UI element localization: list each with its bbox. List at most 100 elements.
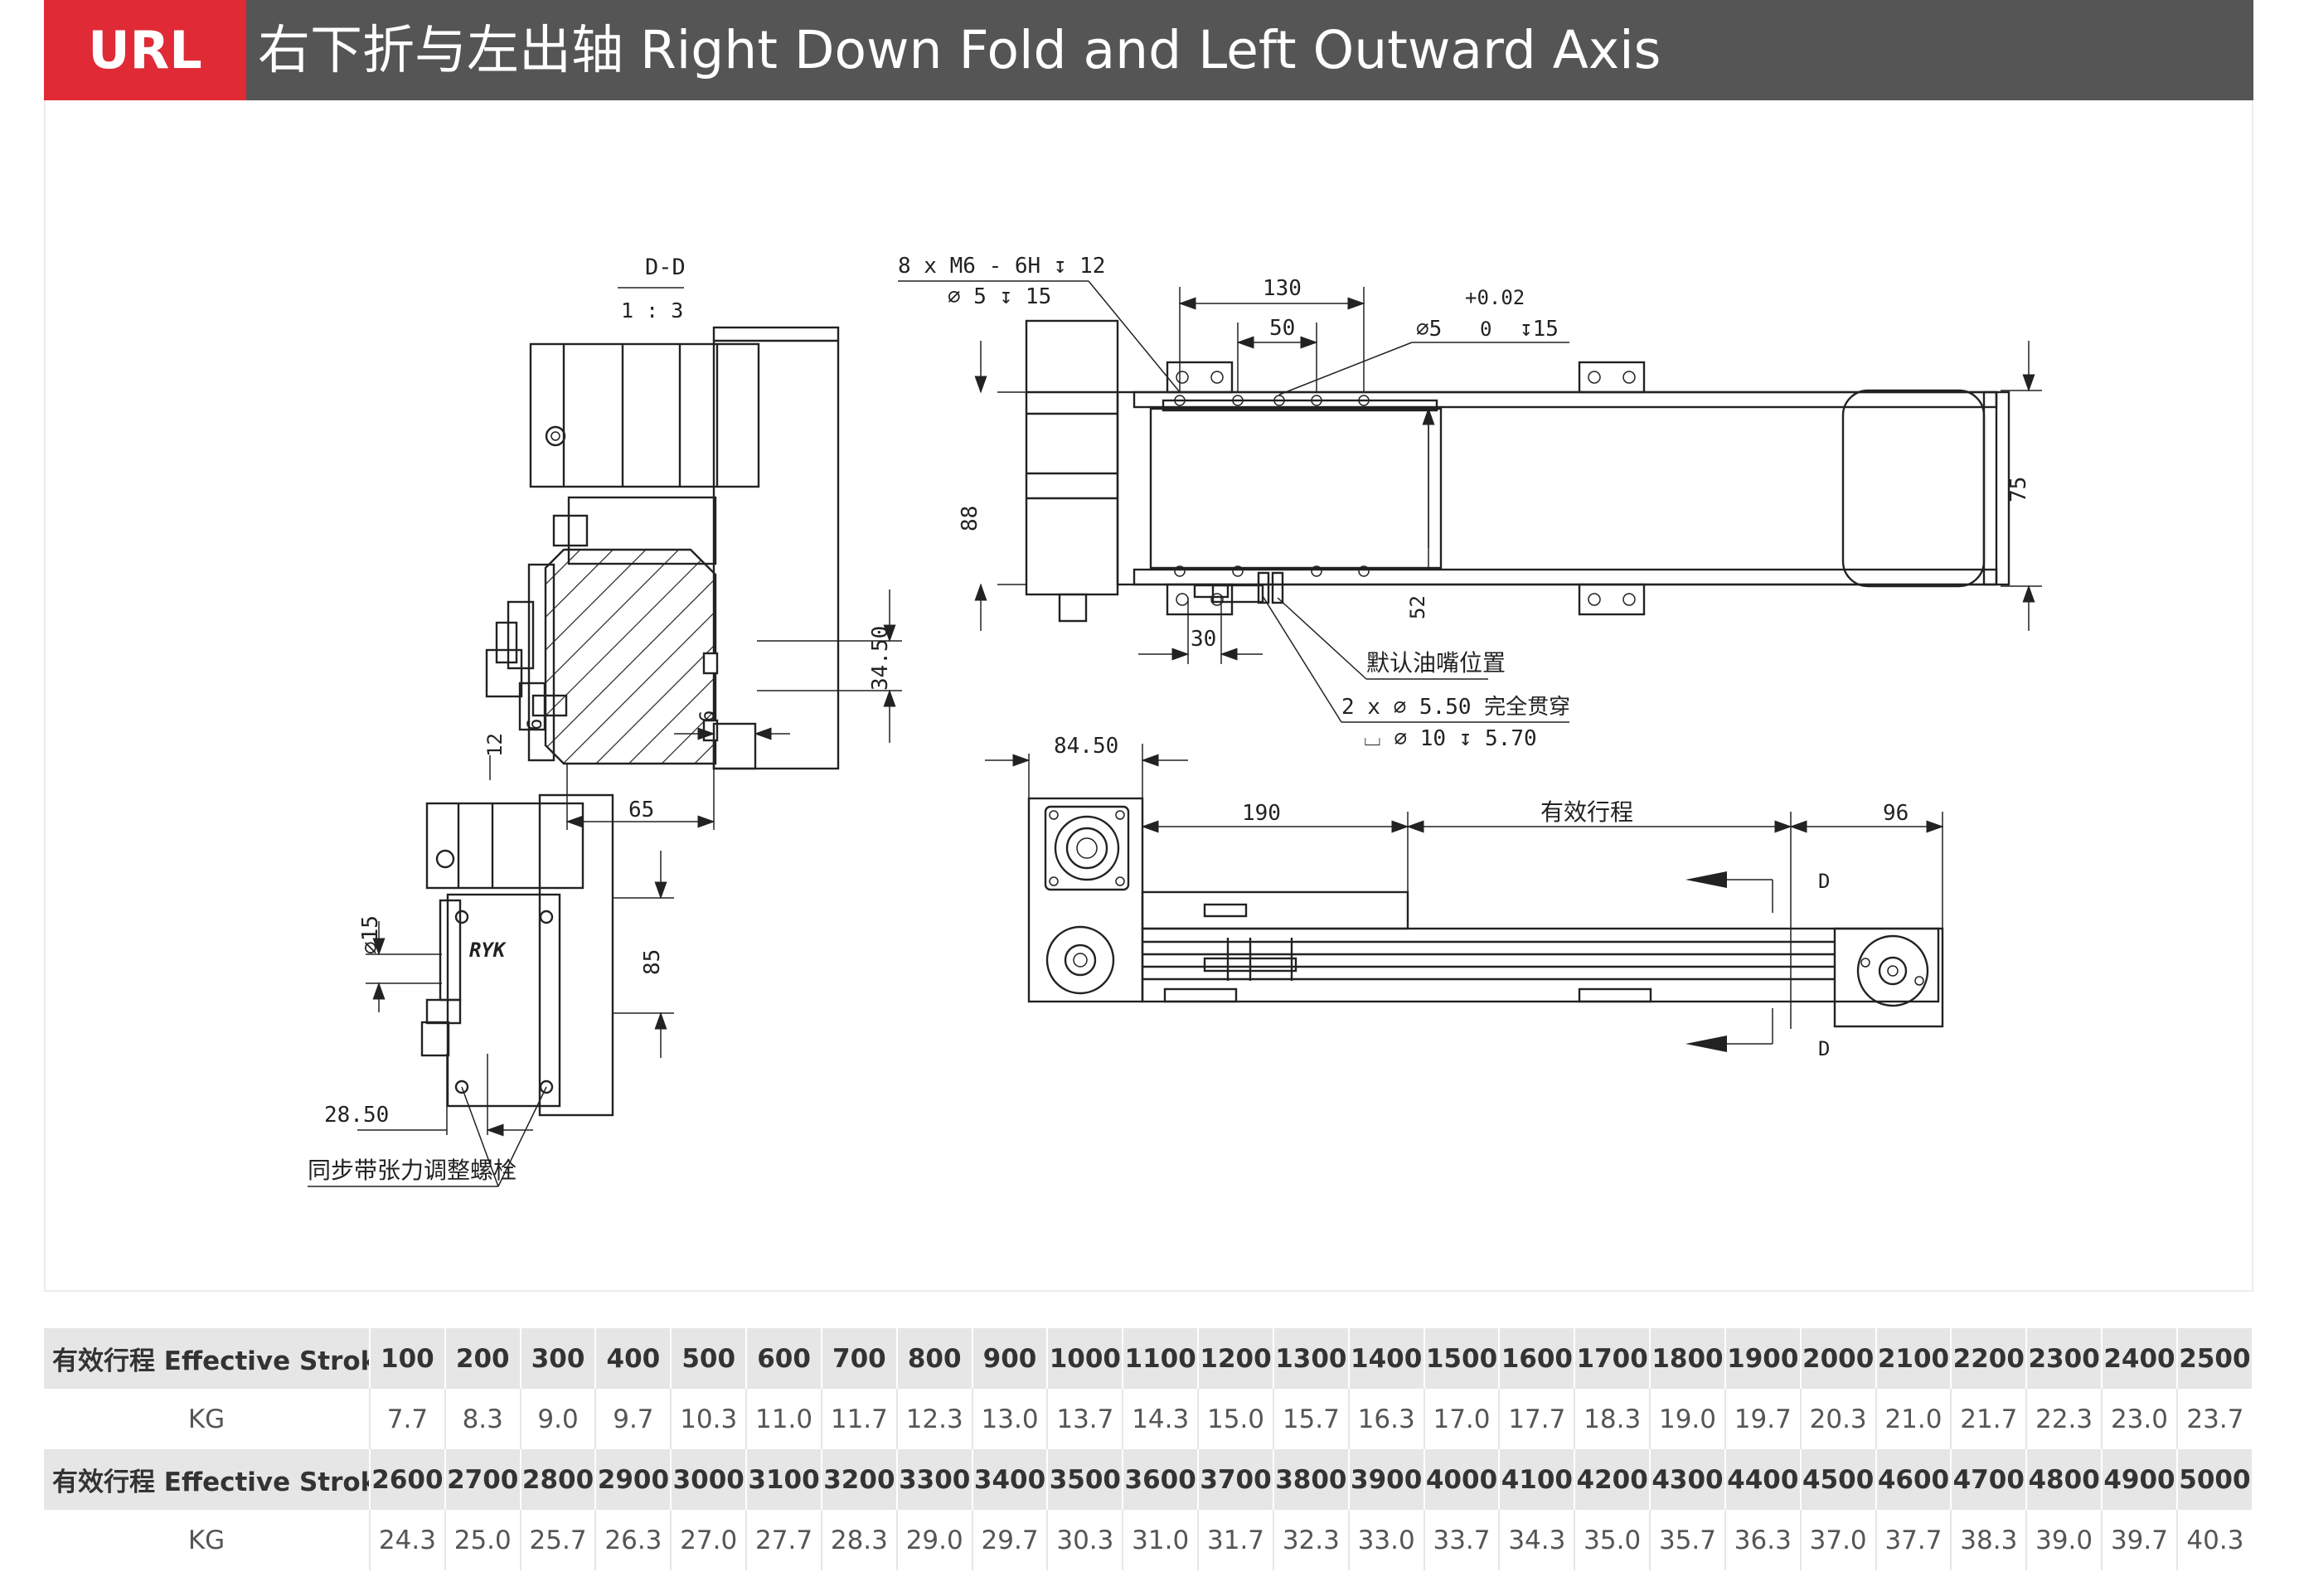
kg-cell: 35.7 [1650,1510,1726,1570]
stroke-cell: 2900 [595,1449,672,1510]
stroke-cell: 1900 [1724,1328,1802,1389]
dim-75: 75 [2006,477,2031,502]
kg-cell: 10.3 [671,1389,748,1449]
effective-stroke-label: 有效行程 [1540,798,1633,826]
kg-cell: 27.7 [746,1510,822,1570]
stroke-cell: 1200 [1198,1328,1274,1389]
page-header: URL 右下折与左出轴 Right Down Fold and Left Out… [44,0,2253,100]
stroke-cell: 100 [370,1328,446,1389]
kg-cell: 38.3 [1951,1510,2028,1570]
kg-cell: 13.7 [1047,1389,1124,1449]
section-view: D-D 1 : 3 34.50 [483,255,902,830]
stroke-cell: 3100 [746,1449,822,1510]
dim-34-50: 34.50 [868,626,893,691]
stroke-cell: 200 [444,1328,521,1389]
carriage-front [1141,890,1409,930]
kg-cell: 22.3 [2026,1389,2103,1449]
stroke-cell: 1800 [1650,1328,1726,1389]
stroke-cell: 1000 [1047,1328,1124,1389]
stroke-cell: 2300 [2026,1328,2103,1389]
section-label: D-D [645,255,686,280]
dim-6-right: 6 [696,711,719,722]
stroke-cell: 700 [821,1328,898,1389]
kg-cell: 31.0 [1123,1510,1200,1570]
stroke-cell: 3900 [1348,1449,1425,1510]
kg-cell: 21.7 [1951,1389,2028,1449]
stroke-cell: 600 [746,1328,822,1389]
kg-cell: 28.3 [821,1510,898,1570]
stroke-cell: 800 [896,1328,973,1389]
through-hole-note: 2 x ∅ 5.50 完全贯穿 [1341,695,1570,720]
stroke-cell: 3600 [1123,1449,1200,1510]
stroke-cell: 1300 [1273,1328,1350,1389]
kg-cell: 29.7 [972,1510,1049,1570]
technical-drawing: D-D 1 : 3 34.50 [44,100,2253,1292]
stroke-cell: 3800 [1273,1449,1350,1510]
kg-cell: 35.0 [1574,1510,1651,1570]
kg-cell: 14.3 [1123,1389,1200,1449]
stroke-cell: 4900 [2102,1449,2178,1510]
stroke-cell: 2100 [1875,1328,1952,1389]
dim-12: 12 [483,733,507,757]
stroke-cell: 4500 [1800,1449,1877,1510]
stroke-cell: 2500 [2176,1328,2254,1389]
kg-cell: 39.0 [2026,1510,2103,1570]
dim-52: 52 [1406,595,1429,619]
kg-cell: 15.7 [1273,1389,1350,1449]
dim-28-50: 28.50 [324,1103,389,1128]
stroke-cell: 1100 [1123,1328,1200,1389]
kg-cell: 25.0 [444,1510,521,1570]
dim-88: 88 [958,506,982,531]
stroke-cell: 3500 [1047,1449,1124,1510]
kg-cell: 33.0 [1348,1510,1425,1570]
stroke-cell: 2400 [2102,1328,2178,1389]
counterbore-note: ⌴ ∅ 10 ↧ 5.70 [1364,726,1537,751]
profile-section [544,548,717,765]
dim-30: 30 [1191,627,1216,652]
dim-65: 65 [628,798,654,822]
stroke-cell: 4000 [1424,1449,1501,1510]
kg-cell: 34.3 [1499,1510,1576,1570]
dim-6-left: 6 [523,719,546,730]
kg-cell: 9.0 [520,1389,597,1449]
stroke-cell: 3000 [671,1449,748,1510]
kg-cell: 29.0 [896,1510,973,1570]
motor-top [1025,319,1119,596]
stroke-cell: 900 [972,1328,1049,1389]
kg-cell: 26.3 [595,1510,672,1570]
stroke-cell: 300 [520,1328,597,1389]
stroke-cell: 4200 [1574,1449,1651,1510]
kg-cell: 21.0 [1875,1389,1952,1449]
kg-cell: 16.3 [1348,1389,1425,1449]
stroke-cell: 400 [595,1328,672,1389]
kg-cell: 20.3 [1800,1389,1877,1449]
dim-130: 130 [1263,276,1302,301]
kg-cell: 18.3 [1574,1389,1651,1449]
kg-cell: 11.7 [821,1389,898,1449]
kg-cell: 15.0 [1198,1389,1274,1449]
tol-upper: +0.02 [1465,286,1525,309]
tol-lower: 0 [1480,318,1491,341]
thread-note-sub: ∅ 5 ↧ 15 [948,284,1051,309]
rail-body-top [1116,391,1998,586]
stroke-cell: 2700 [444,1449,521,1510]
stroke-cell: 2200 [1951,1328,2028,1389]
drawing-panel [44,100,2253,1292]
kg-cell: 11.0 [746,1389,822,1449]
kg-cell: 27.0 [671,1510,748,1570]
model-tag: URL [44,0,246,100]
top-view: 8 x M6 - 6H ↧ 12 ∅ 5 ↧ 15 130 50 +0.02 ∅… [898,254,2042,751]
kg-cell: 37.0 [1800,1510,1877,1570]
stroke-cell: 4300 [1650,1449,1726,1510]
drawing-svg: D-D 1 : 3 34.50 [308,254,2042,1187]
kg-row-label: KG [44,1389,371,1449]
stroke-cell: 2600 [370,1449,446,1510]
brand-logo: RYK [469,939,507,962]
dim-phi15: ∅15 [358,915,383,954]
kg-cell: 7.7 [370,1389,446,1449]
kg-cell: 31.7 [1198,1510,1274,1570]
kg-cell: 8.3 [444,1389,521,1449]
